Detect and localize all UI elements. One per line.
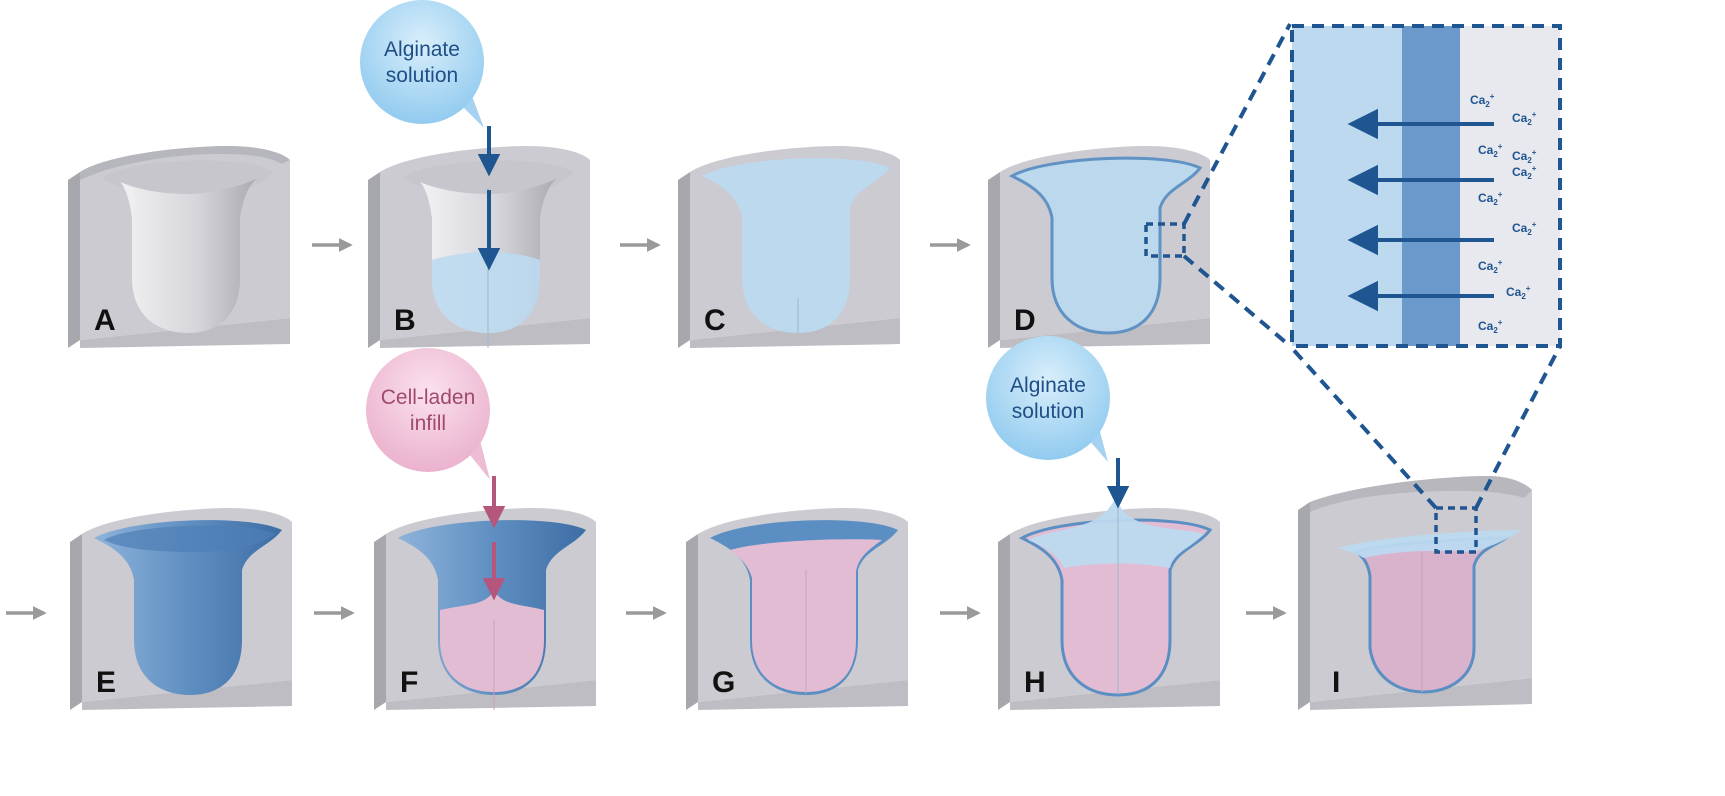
calcium-ion-label: Ca2+ [1512,220,1537,237]
zoom-region-d [1144,222,1186,258]
alginate-fill-full [702,158,890,333]
bubble-alginate-bottom-line1: Alginate [1010,374,1086,397]
panel-letter-c: C [704,304,726,337]
panel-letter-i: I [1332,666,1340,699]
panel-i: I [1298,476,1532,710]
bubble-cell-infill-line2: infill [410,412,446,435]
bubble-cell-infill-line1: Cell-laden [381,386,476,409]
ion-flux-arrows [1347,108,1494,312]
bubble-cell-infill: Cell-laden infill [366,348,490,480]
calcium-ion-label: Ca2+ [1506,284,1531,301]
zoom-region-i [1434,506,1478,554]
calcium-ion-label: Ca2+ [1478,142,1503,159]
panel-letter-b: B [394,304,416,337]
alginate-cap [1028,496,1204,568]
panel-e: E [70,508,292,710]
pour-arrows-b [477,126,501,271]
calcium-ion-label: Ca2+ [1512,164,1537,181]
bubble-alginate-top-line2: solution [386,64,458,87]
calcium-ion-label: Ca2+ [1478,190,1503,207]
panel-b: B [368,146,590,348]
panel-g: G [686,508,908,710]
panel-d: D [988,146,1210,348]
process-arrows [6,238,1287,620]
calcium-ion-label: Ca2+ [1512,148,1537,165]
bubble-alginate-bottom-line2: solution [1012,400,1084,423]
panel-c: C [678,146,900,348]
calcium-ion-labels: Ca2+Ca2+Ca2+Ca2+Ca2+Ca2+Ca2+Ca2+Ca2+Ca2+ [1470,92,1537,335]
zoom-connectors [1182,23,1562,510]
cell-infill-partial [440,590,544,692]
bubble-alginate-top-line1: Alginate [384,38,460,61]
bubble-alginate-top: Alginate solution [360,0,484,128]
bubble-alginate-bottom: Alginate solution [986,336,1110,462]
panel-h: H [998,496,1220,710]
calcium-ion-label: Ca2+ [1478,318,1503,335]
alginate-fill-partial [432,248,540,333]
calcium-ion-label: Ca2+ [1478,258,1503,275]
calcium-ion-label: Ca2+ [1470,92,1495,109]
panel-letter-a: A [94,304,116,337]
panel-f: F [374,508,596,710]
panel-letter-h: H [1024,666,1046,699]
gel-shell-outline [1008,156,1203,335]
panel-letter-d: D [1014,304,1036,337]
panel-letter-e: E [96,666,116,699]
panel-letter-g: G [712,666,735,699]
calcium-ion-label: Ca2+ [1512,110,1537,127]
panel-a: A [68,146,290,348]
pour-arrow-h [1106,458,1130,509]
calcium-diffusion-inset: Ca2+Ca2+Ca2+Ca2+Ca2+Ca2+Ca2+Ca2+Ca2+Ca2+ [1290,24,1562,348]
pour-arrows-f [482,476,506,601]
panel-letter-f: F [400,666,418,699]
